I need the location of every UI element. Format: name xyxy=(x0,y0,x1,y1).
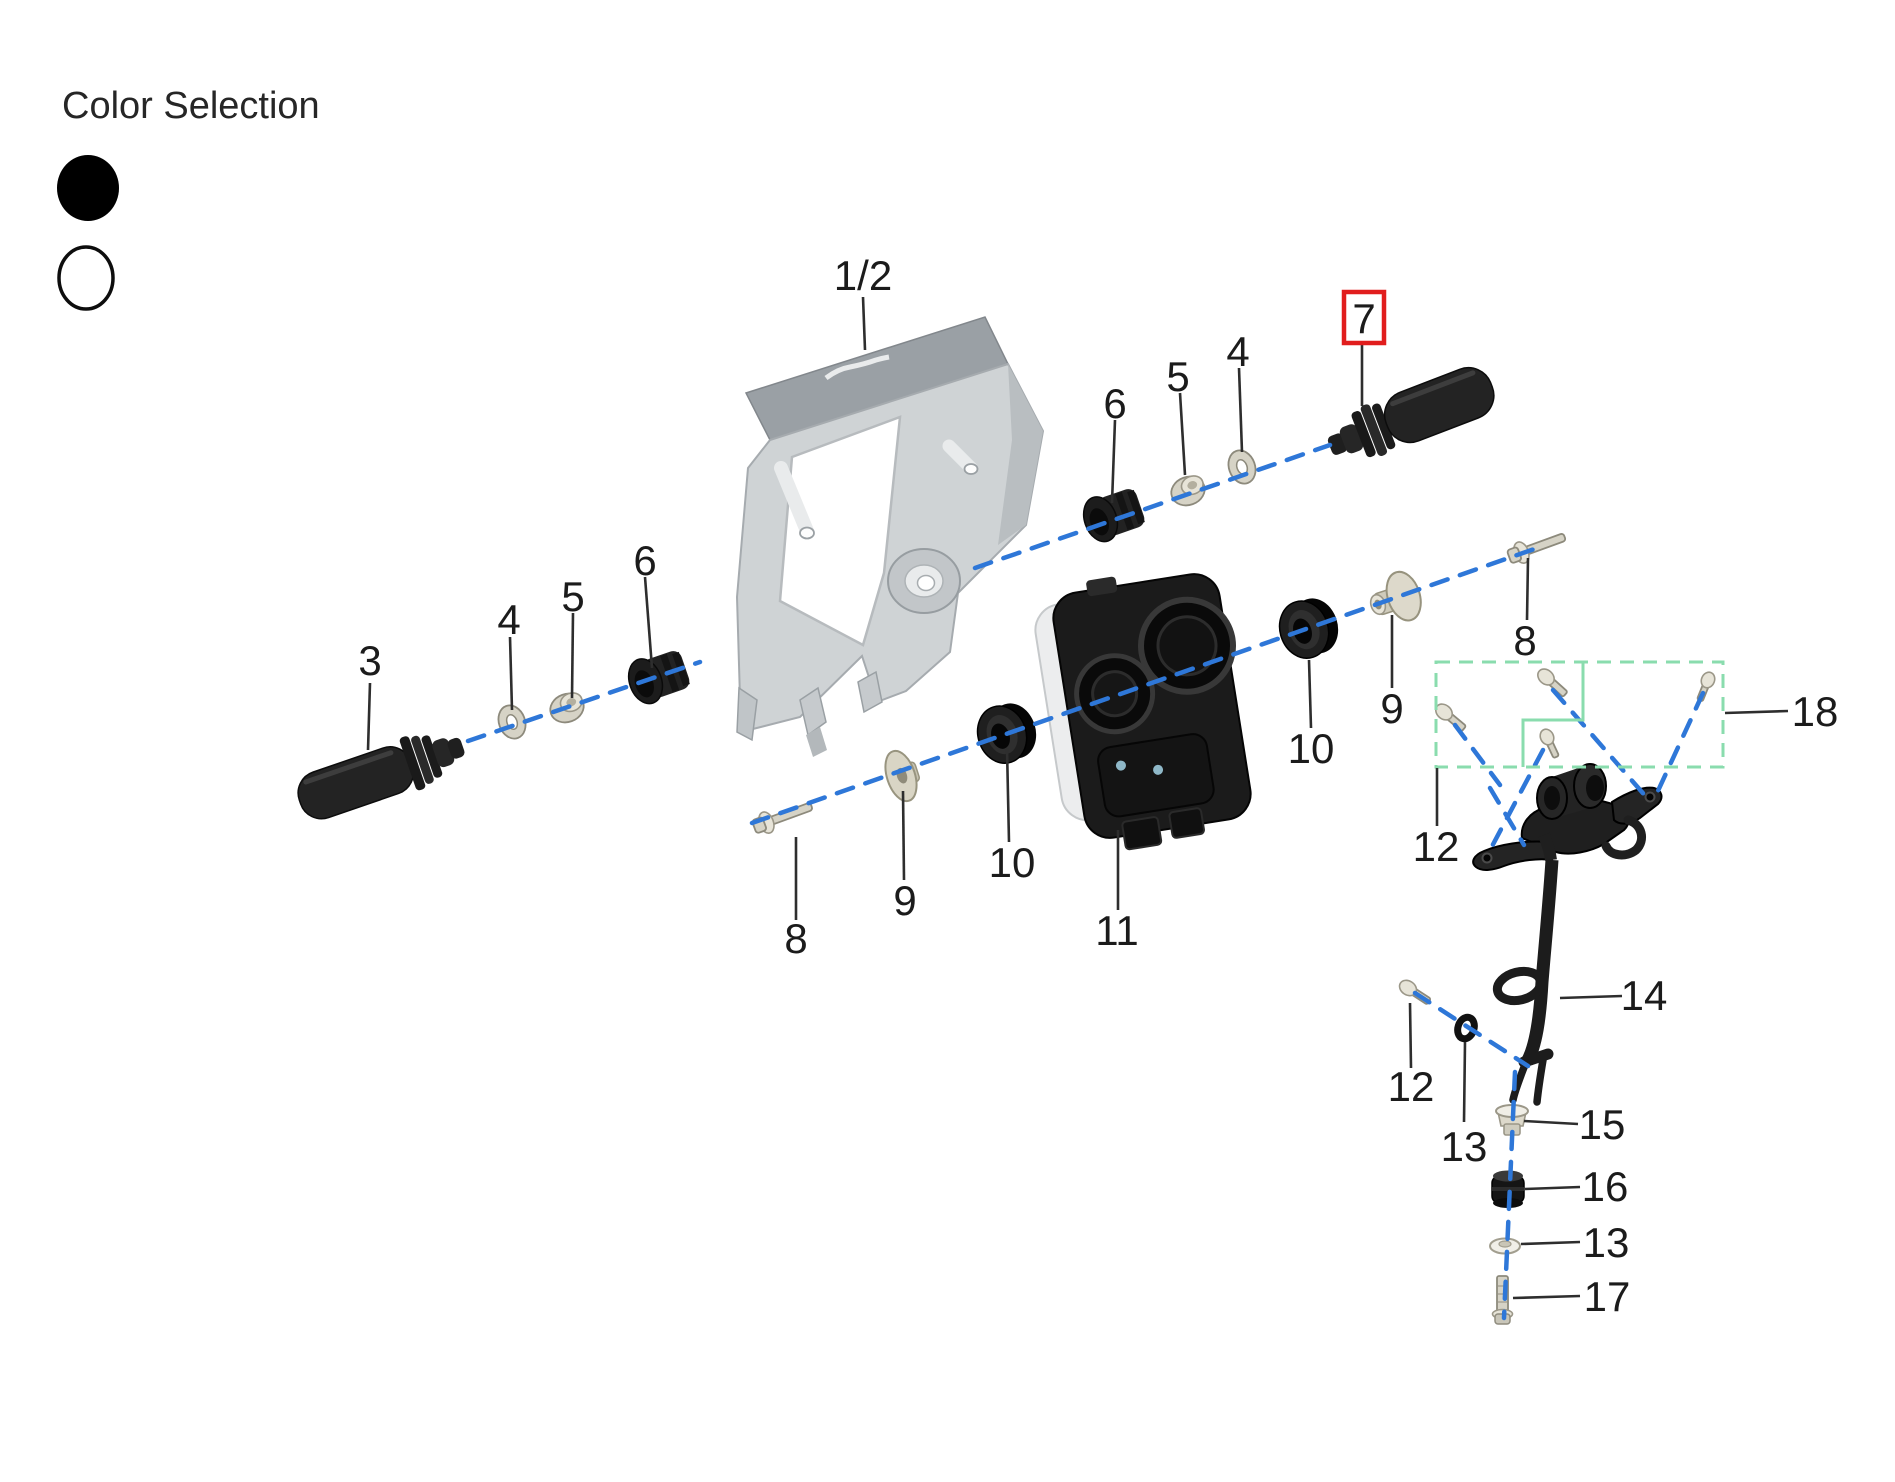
callout-nut-5-left[interactable]: 5 xyxy=(561,573,584,620)
headlight-bracket[interactable] xyxy=(1472,763,1663,1106)
fairing-logo-mark xyxy=(824,354,890,381)
screw-12-box-mid-upper[interactable] xyxy=(1535,666,1570,700)
callout-bolt-8-right[interactable]: 8 xyxy=(1513,617,1536,664)
callout-grommet-6-left[interactable]: 6 xyxy=(633,537,656,584)
axis-screw-d xyxy=(1654,690,1706,796)
flange-bolt-right[interactable] xyxy=(1505,527,1568,568)
callout-grommet-16[interactable]: 16 xyxy=(1582,1163,1629,1210)
callout-bracket-14[interactable]: 14 xyxy=(1621,972,1668,1019)
axis-screw-a xyxy=(1452,722,1503,788)
flanged-washer-left[interactable] xyxy=(880,746,926,805)
front-number-plate[interactable] xyxy=(735,316,1045,757)
callout-oring-13-upper[interactable]: 13 xyxy=(1441,1123,1488,1170)
callout-grommet-6-top[interactable]: 6 xyxy=(1103,380,1126,427)
spring-washer-top[interactable] xyxy=(1224,447,1260,488)
flange-nut-left[interactable] xyxy=(546,689,588,727)
axis-lower-screw xyxy=(1412,990,1531,1069)
white-color-swatch[interactable] xyxy=(57,245,115,311)
mount-grommet-right[interactable] xyxy=(1272,592,1345,665)
callout-signal-right[interactable]: 7 xyxy=(1352,295,1375,342)
callout-headlight[interactable]: 11 xyxy=(1095,907,1139,954)
rubber-grommet-left[interactable] xyxy=(623,646,693,708)
callout-bolt-17[interactable]: 17 xyxy=(1584,1273,1631,1320)
headlight-unit[interactable] xyxy=(1032,560,1263,856)
callout-grommet-10-right[interactable]: 10 xyxy=(1288,725,1335,772)
callout-grommet-10-left[interactable]: 10 xyxy=(989,839,1036,886)
axis-headlight xyxy=(749,544,1543,826)
screw-kit-group-box xyxy=(1434,660,1725,769)
screw-18-box-right[interactable] xyxy=(1694,670,1717,703)
callout-fairing[interactable]: 1/2 xyxy=(834,252,892,299)
screw-12-box-left[interactable] xyxy=(1433,701,1469,734)
axis-left-signal xyxy=(465,659,703,744)
callout-washer-4-left[interactable]: 4 xyxy=(497,596,520,643)
callout-screw-12-upper[interactable]: 12 xyxy=(1413,823,1460,870)
callout-bolt-8-left[interactable]: 8 xyxy=(784,915,807,962)
selected-part-highlight-box xyxy=(1341,289,1387,346)
flange-bolt-left[interactable] xyxy=(750,796,815,838)
axis-screw-c xyxy=(1550,687,1651,802)
leader-lines xyxy=(366,296,1789,1300)
rubber-grommet-16[interactable] xyxy=(1491,1170,1525,1209)
callout-nut-5-top[interactable]: 5 xyxy=(1166,353,1189,400)
flanged-bushing-right[interactable] xyxy=(1364,567,1427,630)
right-turn-signal[interactable] xyxy=(1320,360,1501,472)
callout-screw-12-lower[interactable]: 12 xyxy=(1388,1063,1435,1110)
screw-18-box-mid-lower[interactable] xyxy=(1538,727,1562,760)
axis-right-signal xyxy=(972,442,1333,571)
left-turn-signal[interactable] xyxy=(291,720,472,829)
axis-lower-stack xyxy=(1501,1069,1518,1321)
callout-washer-4-top[interactable]: 4 xyxy=(1226,328,1249,375)
callout-bushing-9-right[interactable]: 9 xyxy=(1380,685,1403,732)
callout-washer-9-left[interactable]: 9 xyxy=(893,877,916,924)
callout-nut-15[interactable]: 15 xyxy=(1579,1101,1626,1148)
callout-signal-left[interactable]: 3 xyxy=(358,637,381,684)
page-title: Color Selection xyxy=(62,85,320,127)
callout-washer-13-lower[interactable]: 13 xyxy=(1583,1219,1630,1266)
callout-screw-group-18[interactable]: 18 xyxy=(1792,688,1839,735)
black-color-swatch[interactable] xyxy=(57,155,119,221)
